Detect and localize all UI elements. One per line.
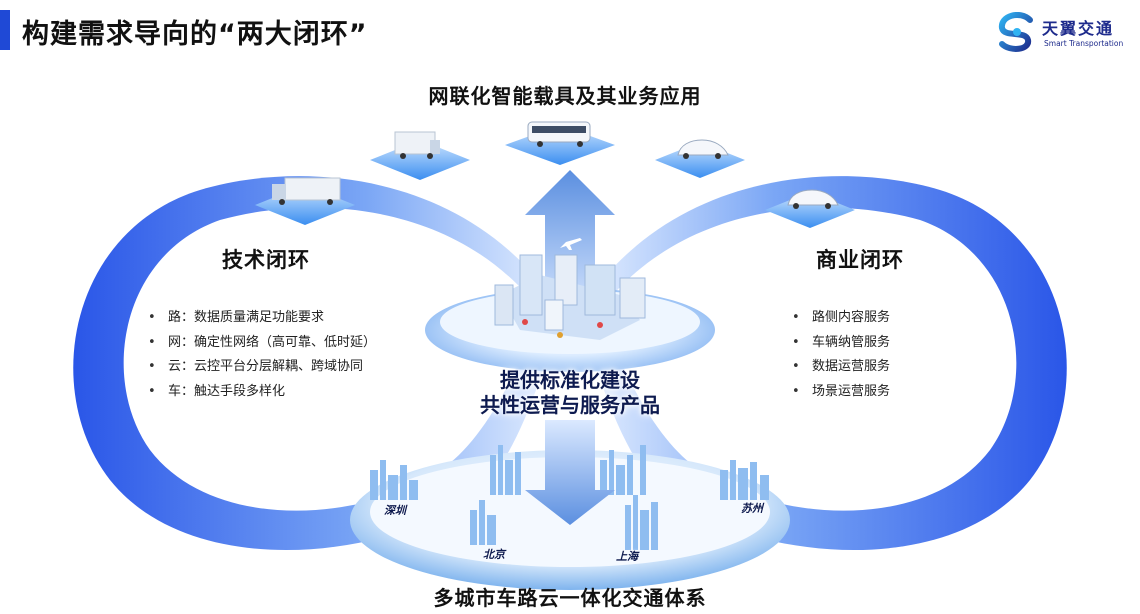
list-item-text: 车辆纳管服务 <box>812 334 891 350</box>
list-item: • 路侧内容服务 <box>790 306 890 331</box>
list-item: • 云：云控平台分层解耦、跨域协同 <box>146 355 376 380</box>
list-item: • 车：触达手段多样化 <box>146 380 376 405</box>
list-item: • 数据运营服务 <box>790 355 890 380</box>
city-label-beijing: 北京 <box>483 548 505 561</box>
downward-arrow <box>525 420 615 525</box>
smart-city-buildings <box>494 254 646 340</box>
tech-loop-title: 技术闭环 <box>222 248 310 272</box>
list-item-text: 场景运营服务 <box>812 383 891 399</box>
list-item: • 场景运营服务 <box>790 380 890 405</box>
bus-icon <box>505 121 615 165</box>
logo-text-cn: 天翼交通 <box>1042 19 1115 38</box>
list-item-text: 路侧内容服务 <box>812 310 891 325</box>
tech-loop-list: • 路：数据质量满足功能要求 • 网：确定性网络（高可靠、低时延） • 云：云控平台分… <box>146 306 376 404</box>
bullet: • <box>148 359 156 374</box>
bullet: • <box>148 383 156 399</box>
cargo-truck-icon <box>255 177 355 225</box>
list-item: • 车辆纳管服务 <box>790 331 890 356</box>
bullet: • <box>792 383 800 399</box>
center-text-line-2: 共性运营与服务产品 <box>480 393 660 417</box>
list-item-text: 车：触达手段多样化 <box>168 383 286 399</box>
city-skyline-icon <box>370 445 769 550</box>
business-loop-ring <box>580 176 1067 550</box>
business-loop-title: 商业闭环 <box>816 248 904 272</box>
list-item-text: 数据运营服务 <box>812 359 891 374</box>
tech-loop-ring <box>73 176 561 550</box>
top-heading: 网联化智能载具及其业务应用 <box>428 84 702 108</box>
brand-logo: 天翼交通 Smart Transportation <box>996 12 1128 52</box>
bullet: • <box>148 310 156 325</box>
bullet: • <box>792 334 800 350</box>
business-loop-list: • 路侧内容服务 • 车辆纳管服务 • 数据运营服务 • 场景运营服务 <box>790 306 890 404</box>
city-label-suzhou: 苏州 <box>741 502 763 515</box>
bottom-heading: 多城市车路云一体化交通体系 <box>433 586 707 610</box>
bullet: • <box>792 310 800 325</box>
list-item-text: 路：数据质量满足功能要求 <box>168 310 325 325</box>
center-text-line-1: 提供标准化建设 <box>500 368 640 392</box>
airplane-icon <box>560 238 582 250</box>
bullet: • <box>792 359 800 374</box>
title-accent-bar <box>0 10 10 50</box>
city-label-shenzhen: 深圳 <box>384 504 406 517</box>
page-title: 构建需求导向的“两大闭环” <box>22 19 368 50</box>
list-item-text: 网：确定性网络（高可靠、低时延） <box>168 334 377 350</box>
bullet: • <box>148 334 156 350</box>
logo-text-en: Smart Transportation <box>1044 39 1124 48</box>
box-truck-icon <box>370 131 470 180</box>
list-item: • 路：数据质量满足功能要求 <box>146 306 376 331</box>
list-item-text: 云：云控平台分层解耦、跨域协同 <box>168 359 364 374</box>
sedan-icon <box>655 139 745 178</box>
city-label-shanghai: 上海 <box>616 550 638 563</box>
two-loops-diagram <box>73 121 1067 590</box>
sedan-icon <box>765 189 855 228</box>
logo-swirl-icon <box>998 12 1033 52</box>
list-item: • 网：确定性网络（高可靠、低时延） <box>146 331 376 356</box>
